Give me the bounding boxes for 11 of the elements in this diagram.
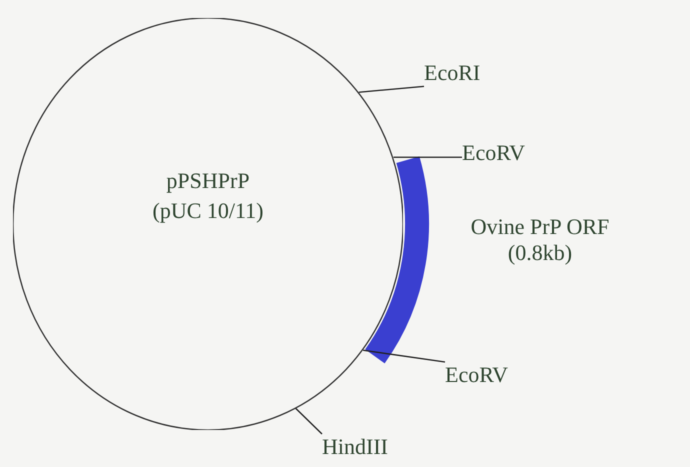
orf-label: Ovine PrP ORF (0.8kb) (470, 214, 610, 267)
restriction-site-label: EcoRV (462, 140, 526, 166)
restriction-site-label: EcoRI (424, 60, 480, 86)
restriction-site-label: EcoRV (445, 362, 508, 388)
leader-line (393, 156, 462, 158)
plasmid-name: pPSHPrP (166, 168, 250, 194)
restriction-site-label: HindIII (322, 434, 388, 460)
leader-line (363, 350, 446, 363)
leader-line (295, 408, 322, 434)
vector-name: (pUC 10/11) (152, 198, 264, 224)
leader-line (358, 86, 424, 93)
